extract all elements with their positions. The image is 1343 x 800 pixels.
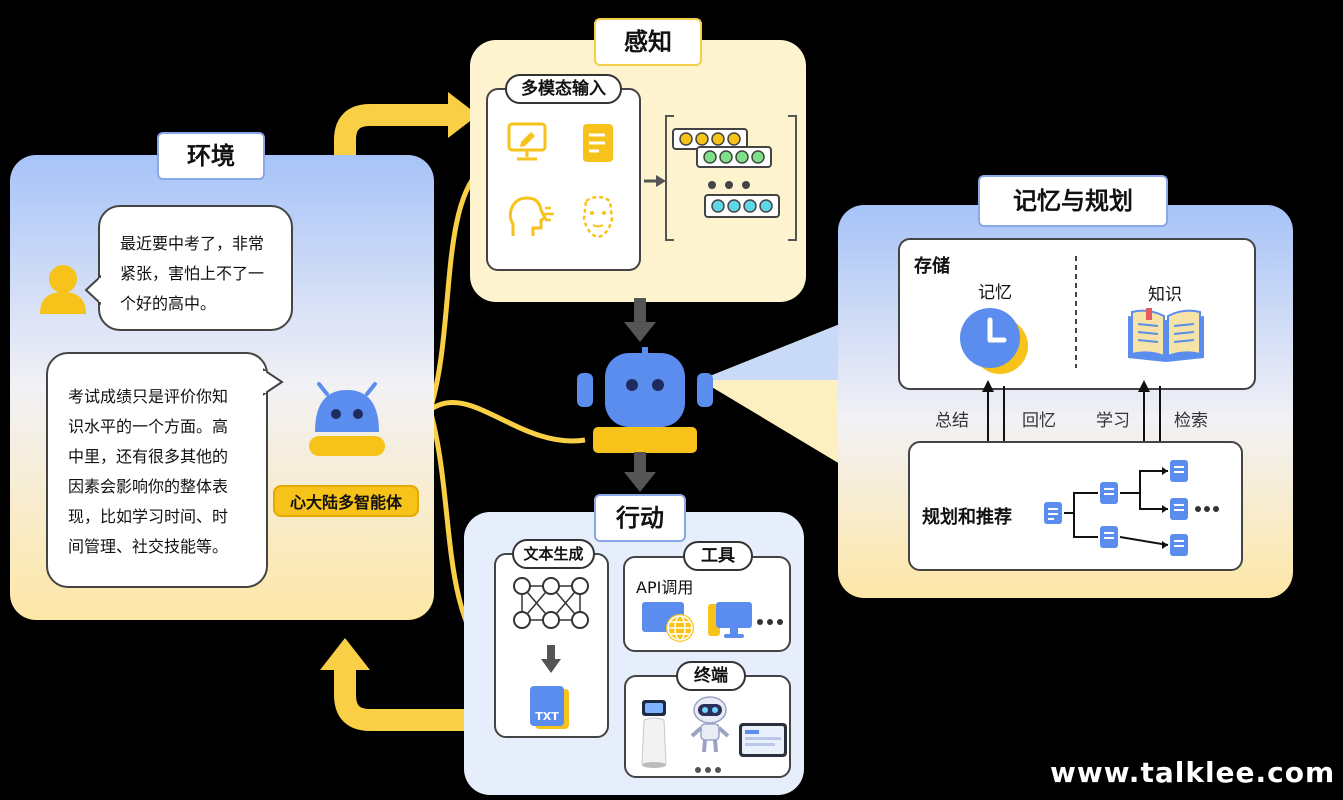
agent-message-line: 间管理、社交技能等。: [68, 537, 229, 556]
agent-message-bubble: 考试成绩只是评价你知 识水平的一个方面。高 中里，还有很多其他的 因素会影响你的…: [46, 352, 268, 588]
agent-message-line: 识水平的一个方面。高: [68, 417, 229, 436]
learn-label: 学习: [1096, 411, 1130, 431]
user-message-line: 个好的高中。: [120, 294, 217, 313]
user-bubble-tail: [84, 274, 104, 306]
txt-file-icon: TXT: [530, 686, 564, 726]
user-message-line: 最近要中考了，非常: [120, 234, 265, 253]
environment-title: 环境: [157, 132, 265, 180]
env-to-perception-arrow: [334, 104, 450, 180]
user-message-line: 紧张，害怕上不了一: [120, 264, 265, 283]
action-to-env-arrowhead: [320, 638, 370, 670]
action-to-env-arrow: [334, 668, 470, 731]
plan-tree-diagram: [1044, 460, 1219, 556]
token-row-green: [696, 146, 772, 168]
knowledge-label: 知识: [1148, 285, 1182, 305]
tools-label: 工具: [683, 541, 753, 571]
input-to-tokens-arrow: [644, 175, 666, 187]
env-to-perception-arrowhead: [448, 92, 478, 138]
storage-divider: [1075, 256, 1077, 368]
multimodal-input-label: 多模态输入: [505, 74, 622, 104]
memory-planning-title: 记忆与规划: [978, 175, 1168, 227]
agent-message-line: 考试成绩只是评价你知: [68, 387, 229, 406]
perception-title: 感知: [594, 18, 702, 66]
document-icon: [583, 124, 613, 162]
memory-label: 记忆: [978, 283, 1012, 303]
web-globe-icon: [642, 602, 694, 642]
tablet-device-icon: [739, 723, 787, 757]
robot-to-action-arrow: [624, 452, 656, 492]
perception-to-robot-arrow: [624, 298, 656, 342]
agent-message-line: 中里，还有很多其他的: [68, 447, 229, 466]
tools-ellipsis-icon: [757, 619, 783, 625]
multimodal-input-box: [486, 88, 641, 271]
generate-down-arrow: [541, 645, 561, 673]
agent-label: 心大陆多智能体: [273, 485, 419, 517]
user-message-bubble: 最近要中考了，非常 紧张，害怕上不了一 个好的高中。: [98, 205, 293, 331]
token-embedding-bracket: [665, 115, 797, 241]
text-generation-label: 文本生成: [512, 539, 595, 569]
watermark: www.talklee.com: [1050, 756, 1336, 789]
face-scan-icon: [582, 195, 614, 239]
humanoid-robot-icon: [690, 696, 730, 753]
token-row-cyan: [704, 194, 780, 218]
central-robot-icon: [577, 347, 713, 453]
agent-message-line: 现，比如学习时间、时: [68, 507, 229, 526]
txt-file-label: TXT: [535, 710, 559, 723]
agent-message-line: 因素会影响你的整体表: [68, 477, 229, 496]
user-avatar-icon: [40, 265, 86, 314]
terminal-label: 终端: [676, 661, 746, 691]
token-ellipsis-icon: [708, 181, 750, 189]
storage-label: 存储: [914, 256, 950, 277]
summarize-label: 总结: [935, 411, 969, 431]
action-title: 行动: [594, 494, 686, 542]
recall-label: 回忆: [1022, 411, 1056, 431]
memory-beam-top: [700, 320, 850, 380]
clock-icon: [960, 308, 1028, 374]
agent-robot-icon: [309, 382, 385, 456]
api-call-label: API调用: [636, 578, 694, 597]
token-row-yellow: [672, 128, 748, 150]
monitor-pen-icon: [507, 122, 547, 161]
planning-label: 规划和推荐: [922, 507, 1012, 528]
desktop-monitor-icon: [708, 602, 752, 638]
kiosk-robot-icon: [641, 700, 667, 768]
terminal-ellipsis-icon: [695, 767, 721, 773]
retrieve-label: 检索: [1174, 411, 1208, 431]
agent-bubble-tail: [262, 368, 284, 396]
voice-head-icon: [508, 196, 554, 236]
open-book-icon: [1128, 308, 1204, 362]
neural-network-icon: [513, 577, 589, 629]
